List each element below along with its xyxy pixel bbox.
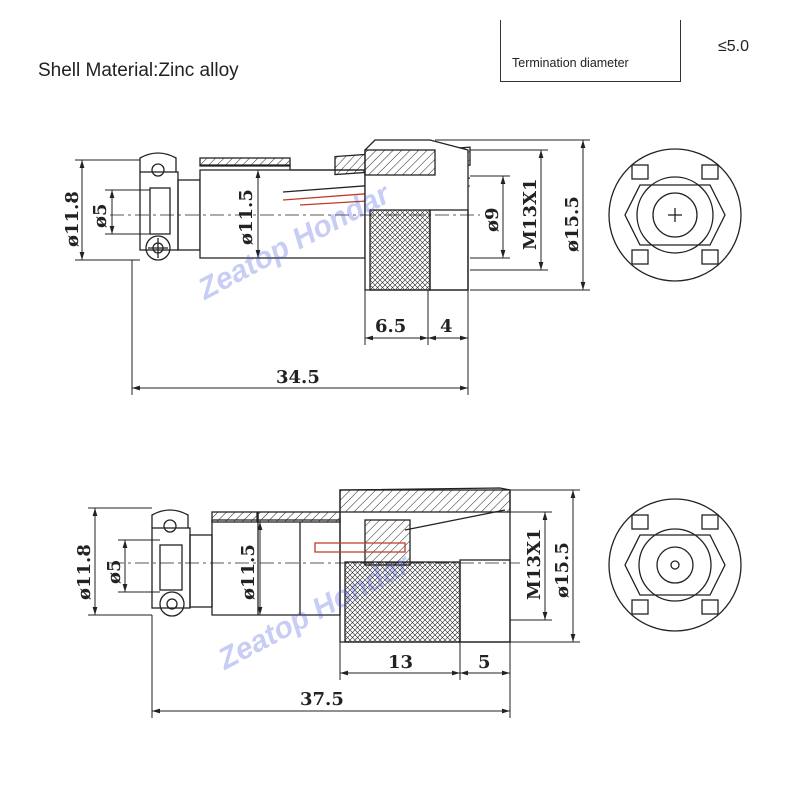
top-dia-inner: ø9: [482, 207, 503, 232]
spec-divider-mid: [680, 20, 681, 82]
top-dia-pin: ø5: [90, 203, 111, 228]
top-dimension-labels: ø11.8 ø5 ø11.5 ø9 M13X1 ø15.5 6.5 4 34.5: [62, 179, 583, 388]
top-len-total: 34.5: [276, 367, 320, 388]
bottom-dimension-labels: ø11.8 ø5 ø11.5 M13X1 ø15.5 13 5 37.5: [74, 529, 573, 710]
top-len-nut: 4: [440, 316, 453, 337]
top-thread: M13X1: [520, 179, 541, 250]
top-dia-body: ø11.5: [236, 189, 257, 245]
termination-diameter-value: ≤5.0: [718, 38, 750, 55]
top-end-view: [608, 148, 742, 282]
bottom-len-knurl: 13: [388, 652, 413, 673]
bottom-dimensions: [88, 489, 580, 718]
bottom-dia-body: ø11.5: [238, 544, 259, 600]
termination-diameter-label: Termination diameter: [512, 56, 629, 70]
top-ear: [139, 152, 177, 172]
spec-underline: [500, 81, 680, 82]
bottom-thread: M13X1: [524, 529, 545, 600]
top-dimensions: [75, 139, 590, 395]
bottom-len-total: 37.5: [300, 689, 344, 710]
spec-divider-left: [500, 20, 501, 82]
bottom-dia-outer-left: ø11.8: [74, 544, 95, 600]
bottom-dia-pin: ø5: [104, 559, 125, 584]
bottom-len-nut: 5: [478, 652, 491, 673]
bottom-end-view: [608, 498, 742, 632]
top-dia-flange: ø15.5: [562, 196, 583, 252]
spec-table: Termination diameter ≤5.0: [500, 20, 790, 82]
material-label: Shell Material:Zinc alloy: [38, 60, 239, 81]
bottom-connector-drawing: [110, 487, 520, 643]
top-dia-outer-left: ø11.8: [62, 191, 83, 247]
bottom-dia-flange: ø15.5: [552, 542, 573, 598]
top-len-knurl: 6.5: [375, 316, 406, 337]
top-connector-drawing: [110, 139, 480, 291]
